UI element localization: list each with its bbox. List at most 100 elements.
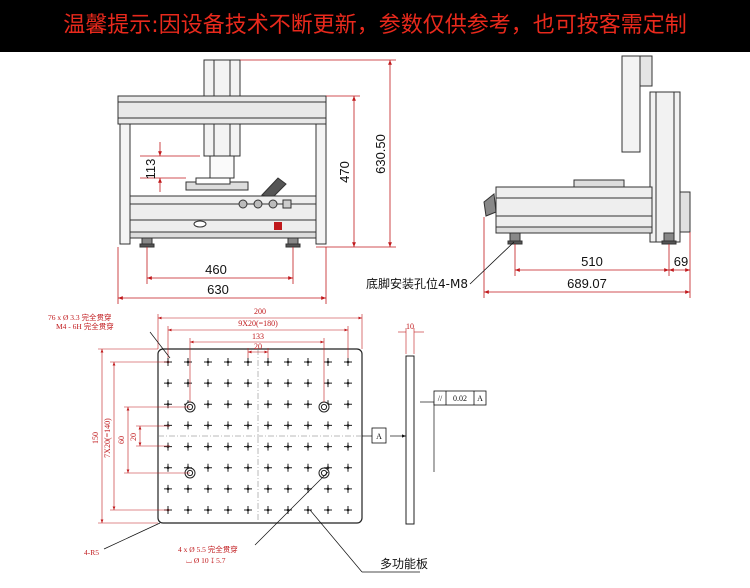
tapped-hole-center: [306, 360, 310, 364]
tapped-hole-center: [266, 487, 270, 491]
tapped-hole-center: [166, 381, 170, 385]
counterbore-inner: [320, 403, 328, 411]
tapped-hole-center: [286, 508, 290, 512]
dim-630-50: 630.50: [373, 134, 388, 174]
tapped-hole-center: [346, 487, 350, 491]
tapped-hole-center: [246, 508, 250, 512]
tapped-hole-center: [166, 487, 170, 491]
tapped-hole-center: [166, 424, 170, 427]
dim-630: 630: [207, 282, 229, 297]
tapped-hole-center: [246, 445, 250, 448]
tapped-hole-center: [166, 466, 170, 470]
tapped-hole-center: [266, 360, 270, 364]
tapped-hole-center: [206, 381, 210, 385]
counterbore-hole: [318, 401, 330, 413]
tapped-hole-center: [226, 402, 230, 406]
tapped-hole-center: [206, 466, 210, 470]
tapped-hole-center: [206, 445, 210, 448]
tapped-hole-center: [306, 381, 310, 385]
tapped-hole-center: [286, 402, 290, 406]
tapped-hole-center: [326, 360, 330, 364]
front-view-dimensions: [117, 59, 396, 304]
tapped-hole-center: [306, 487, 310, 491]
mount-hole-note: 底脚安装孔位4-M8: [366, 276, 468, 291]
dim-9x20: 9X20(=180): [238, 319, 278, 328]
tolerance-frame: // 0.02 A: [433, 390, 487, 406]
tapped-hole-center: [346, 424, 350, 427]
tapped-hole-center: [326, 487, 330, 491]
tapped-hole-center: [226, 487, 230, 491]
tapped-hole-center: [326, 424, 330, 427]
tolerance-datum: A: [477, 394, 483, 403]
plate-outline: [157, 348, 363, 524]
tapped-hole-center: [286, 381, 290, 385]
tapped-hole-center: [346, 402, 350, 406]
hole-note-2: M4 - 6H 完全贯穿: [56, 321, 114, 331]
tapped-hole-center: [206, 402, 210, 406]
tapped-hole-center: [346, 381, 350, 385]
dim-113: 113: [143, 159, 158, 180]
tapped-hole-center: [306, 466, 310, 470]
tapped-hole-center: [286, 445, 290, 448]
tapped-hole-center: [206, 424, 210, 427]
tapped-hole-center: [226, 466, 230, 470]
hole-note-1: 76 x Ø 3.3 完全贯穿: [48, 312, 112, 322]
tapped-hole-center: [266, 381, 270, 385]
datum-label: A: [376, 432, 382, 441]
tapped-hole-center: [266, 445, 270, 448]
tapped-hole-center: [346, 466, 350, 470]
tapped-hole-center: [186, 445, 190, 448]
dim-7x20: 7X20(=140): [103, 418, 112, 458]
tapped-hole-center: [246, 360, 250, 364]
dim-460: 460: [205, 262, 227, 277]
tapped-hole-center: [226, 445, 230, 448]
tapped-hole-center: [246, 424, 250, 427]
dim-69: 69: [674, 254, 688, 269]
tapped-hole-center: [246, 487, 250, 491]
plate-leaders: [103, 331, 435, 573]
tapped-hole-center: [306, 424, 310, 427]
tapped-hole-center: [186, 508, 190, 512]
tapped-hole-center: [326, 508, 330, 512]
side-view: [483, 55, 691, 245]
tapped-hole-center: [206, 487, 210, 491]
dim-150: 150: [91, 432, 100, 444]
tapped-hole-center: [166, 402, 170, 406]
bore-note-2: ⌴ Ø 10 ↧ 5.7: [186, 556, 226, 565]
tapped-hole-center: [286, 466, 290, 470]
tapped-hole-center: [206, 508, 210, 512]
tapped-hole-center: [186, 360, 190, 364]
tapped-hole-center: [226, 360, 230, 364]
plate-side-view: [405, 355, 415, 525]
tolerance-value: 0.02: [453, 394, 467, 403]
dim-thickness: 10: [406, 322, 414, 331]
dim-689-07: 689.07: [567, 276, 607, 291]
dim-20-top: 20: [254, 342, 262, 351]
tapped-hole-center: [306, 445, 310, 448]
tapped-hole-center: [246, 381, 250, 385]
tapped-hole-center: [306, 508, 310, 512]
front-view: [117, 59, 327, 248]
dim-470: 470: [337, 161, 352, 183]
tapped-hole-center: [326, 445, 330, 448]
side-view-dimensions: [469, 217, 691, 298]
tapped-hole-center: [266, 424, 270, 427]
tapped-hole-center: [226, 424, 230, 427]
bore-note-1: 4 x Ø 5.5 完全贯穿: [178, 544, 238, 554]
tapped-hole-center: [226, 508, 230, 512]
datum-box: [371, 427, 387, 444]
dim-133: 133: [252, 332, 264, 341]
plate-holes: [164, 358, 352, 514]
technical-drawing: 113 470 630.50 460 630 510 69 689.07 底: [48, 55, 691, 573]
dim-510: 510: [581, 254, 603, 269]
tapped-hole-center: [186, 381, 190, 385]
tapped-hole-center: [346, 508, 350, 512]
dim-200: 200: [254, 307, 266, 316]
tapped-hole-center: [346, 445, 350, 448]
tapped-hole-center: [186, 487, 190, 491]
tapped-hole-center: [266, 466, 270, 470]
tapped-hole-center: [246, 402, 250, 406]
tapped-hole-center: [226, 381, 230, 385]
tapped-hole-center: [246, 466, 250, 470]
plate-dimensions: [98, 314, 424, 524]
